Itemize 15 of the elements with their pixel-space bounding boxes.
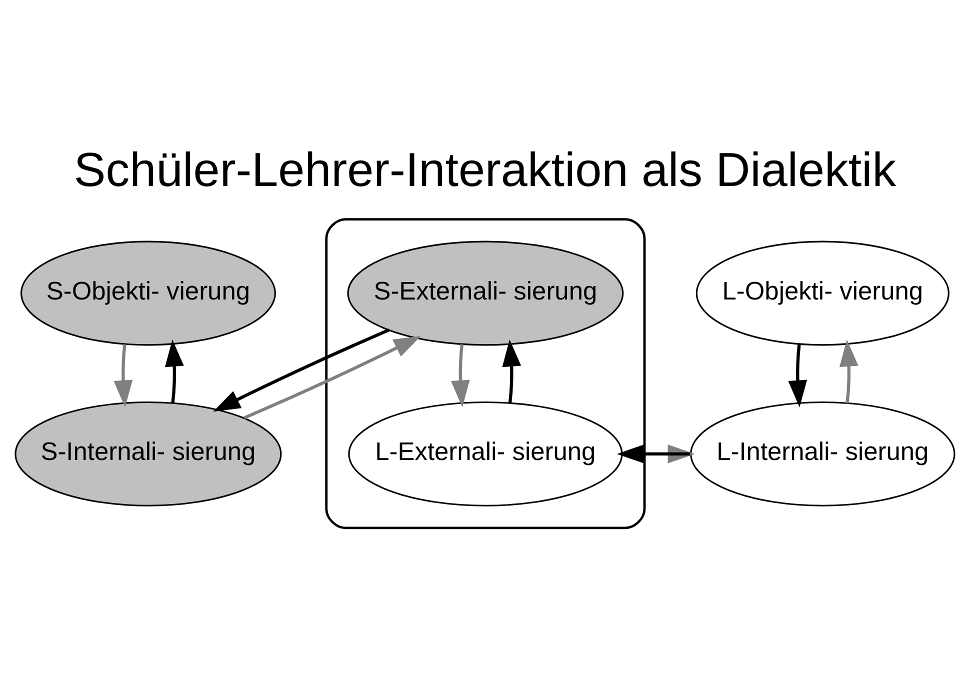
node-ellipse: S-Internali- sierung	[14, 401, 282, 506]
arrow	[213, 328, 390, 412]
arrow	[114, 344, 133, 408]
arrow	[839, 339, 858, 404]
arrow	[164, 339, 184, 404]
node-ellipse: L-Externali- sierung	[348, 401, 623, 506]
arrow	[450, 344, 470, 408]
node-ellipse: S-Externali- sierung	[347, 240, 624, 346]
arrow	[243, 336, 421, 420]
arrow	[502, 339, 522, 403]
node-ellipse: L-Objekti- vierung	[696, 240, 950, 346]
node-ellipse: L-Internali- sierung	[690, 401, 956, 506]
diagram-title: Schüler-Lehrer-Interaktion als Dialektik	[74, 144, 896, 197]
arrow	[788, 344, 808, 408]
node-ellipse: S-Objekti- vierung	[20, 240, 276, 346]
